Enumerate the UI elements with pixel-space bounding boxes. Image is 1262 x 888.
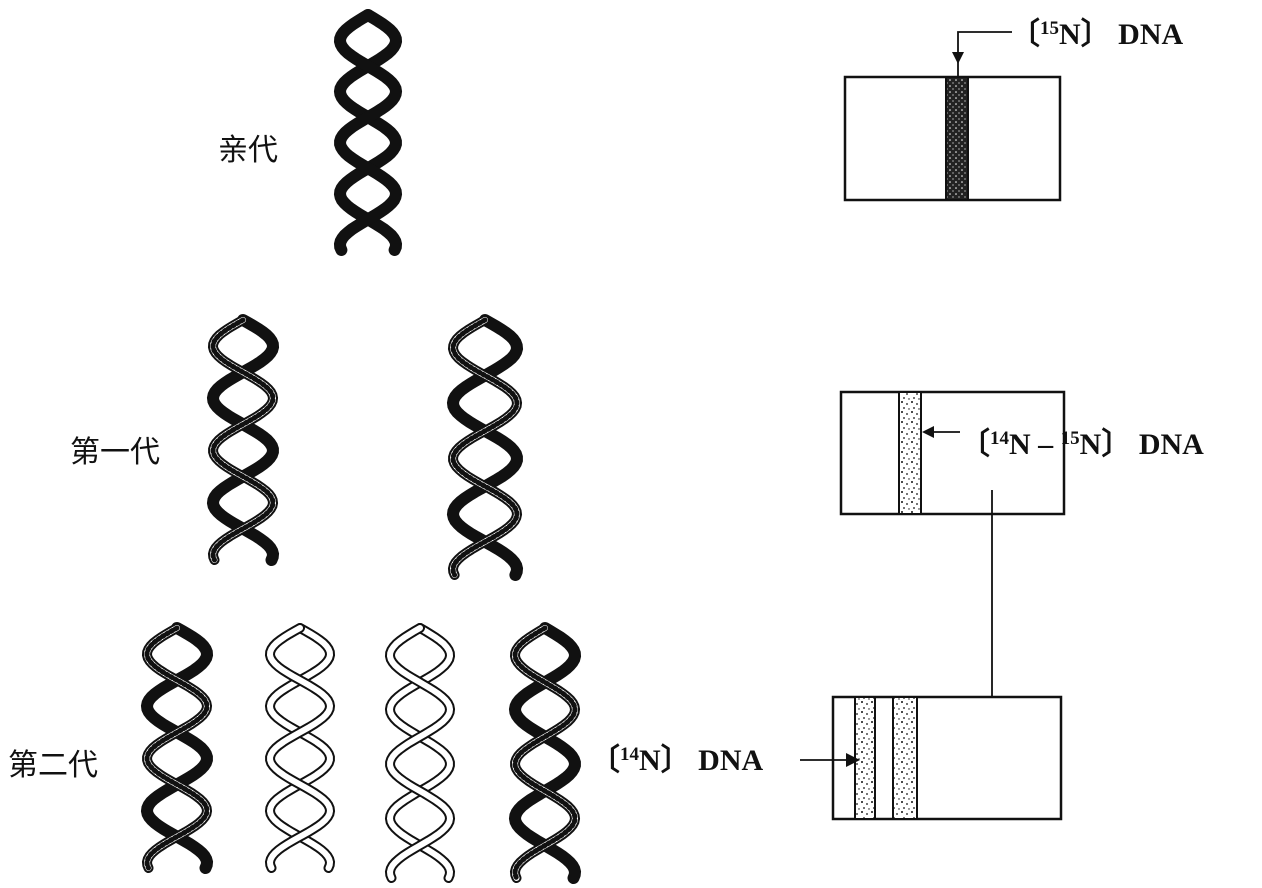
band-hybrid-dna	[898, 391, 922, 515]
tube-second-generation	[831, 695, 1063, 821]
label-parent-generation: 亲代	[218, 133, 278, 168]
leader-line-15n	[957, 31, 1012, 77]
dna-helix-second-gen-4	[508, 622, 582, 884]
label-15n-dna: 〔15N〕 DNA	[1010, 17, 1184, 51]
band-hybrid-dna-second	[892, 696, 918, 820]
strand-a-fill	[386, 625, 454, 881]
strand-a-outline	[333, 9, 403, 256]
arrow-hybrid-icon	[922, 426, 934, 438]
strand-b-hatch	[512, 625, 578, 881]
tube-first-gen-body	[839, 390, 1066, 516]
label-14n-dna: 〔14N〕 DNA	[590, 743, 764, 777]
band-15n-dna	[945, 76, 969, 201]
strand-b-hatch	[450, 317, 520, 578]
tube-first-generation	[839, 390, 1066, 516]
label-hybrid-dna: 〔14N – 15N〕 DNA	[960, 427, 1204, 461]
dna-helix-second-gen-2	[264, 623, 336, 873]
strand-b-fill	[266, 625, 334, 871]
arrow-15n-icon	[952, 52, 964, 64]
strand-a-outline	[446, 314, 524, 581]
arrow-14n-icon	[846, 753, 860, 767]
strand-a-outline	[206, 314, 280, 566]
strand-a-outline	[140, 622, 214, 874]
dna-helix-second-gen-3	[384, 623, 456, 883]
band-14n-dna	[854, 696, 876, 820]
strand-a-outline	[508, 622, 582, 884]
strand-b-outline	[333, 9, 403, 256]
strand-b-hatch	[144, 625, 210, 871]
strand-b-fill	[386, 625, 454, 881]
strand-b-hatch	[210, 317, 276, 563]
label-first-generation: 第一代	[70, 435, 160, 470]
dna-helix-first-gen-1	[206, 314, 280, 566]
strand-a-fill	[266, 625, 334, 871]
dna-helix-parent	[333, 9, 403, 256]
dna-helix-second-gen-1	[140, 622, 214, 874]
tube-parent	[843, 31, 1062, 202]
dna-helix-first-gen-2	[446, 314, 524, 581]
label-second-generation: 第二代	[8, 748, 98, 783]
